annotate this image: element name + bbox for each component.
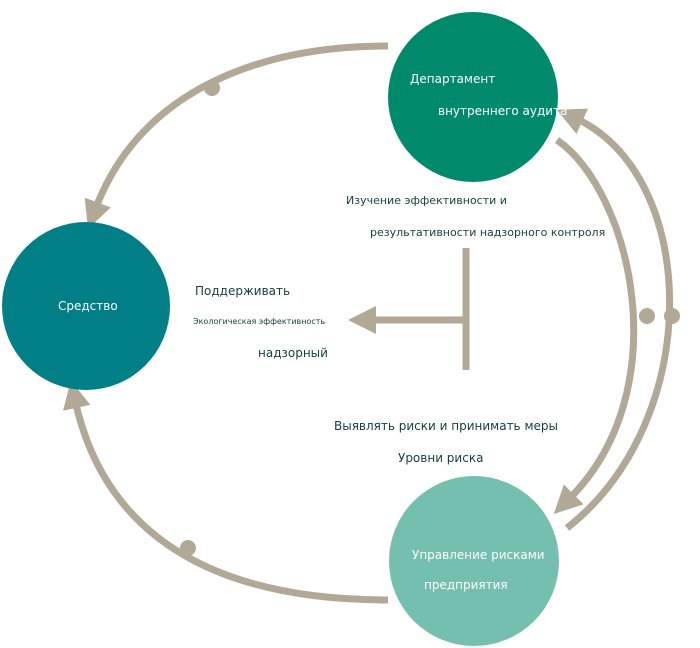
node-audit-label-2: внутреннего аудита bbox=[438, 104, 568, 118]
arrow-audit-to-means bbox=[84, 42, 389, 229]
node-audit-label-1: Департамент bbox=[410, 72, 496, 86]
arrow-dot bbox=[204, 80, 220, 96]
node-risk-circle bbox=[389, 476, 559, 646]
label-maintain-2: Экологическая эффективность bbox=[193, 317, 326, 326]
arrow-dot bbox=[664, 308, 680, 324]
arrow-dot bbox=[639, 308, 655, 324]
label-study-1: Изучение эффективности и bbox=[346, 194, 507, 207]
node-means-circle bbox=[2, 222, 170, 390]
label-identify-1: Выявлять риски и принимать меры bbox=[334, 419, 558, 433]
label-identify-2: Уровни риска bbox=[398, 451, 484, 465]
node-risk-label-1: Управление рисками bbox=[412, 548, 545, 562]
label-maintain-1: Поддерживать bbox=[195, 284, 291, 298]
node-risk-label-2: предприятия bbox=[424, 578, 508, 592]
label-maintain-3: надзорный bbox=[258, 346, 328, 360]
arrow-risk-to-audit bbox=[556, 108, 674, 531]
arrow-dot bbox=[180, 540, 196, 556]
node-means-label: Средство bbox=[58, 299, 118, 313]
label-study-2: результативности надзорного контроля bbox=[370, 226, 606, 239]
arrow-risk-to-means bbox=[63, 380, 389, 604]
arrow-audit-to-risk bbox=[553, 137, 638, 515]
node-audit-circle bbox=[388, 12, 558, 182]
